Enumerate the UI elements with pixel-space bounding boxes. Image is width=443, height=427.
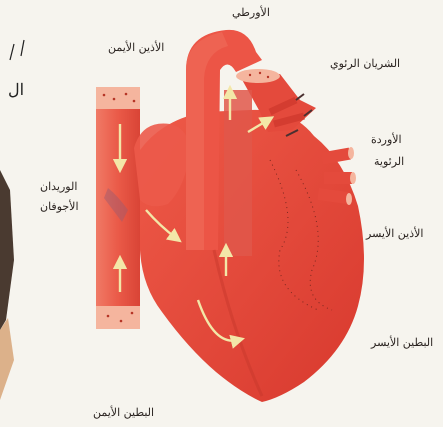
label-vena-cava-2: الأجوفان	[40, 200, 79, 214]
label-left-atrium: الأذين الأيسر	[366, 227, 423, 241]
label-vena-cava-1: الوريدان	[40, 180, 77, 194]
label-pulmonary-artery: الشريان الرئوي	[330, 57, 400, 71]
label-pulmonary-veins-1: الأوردة	[371, 133, 402, 147]
label-right-ventricle: البطين الأيمن	[93, 406, 154, 420]
page-mark-side: ال	[8, 80, 24, 99]
label-aorta: الأورطي	[232, 6, 270, 20]
left-edge-shadow	[0, 170, 14, 330]
vena-cava	[96, 87, 140, 329]
label-right-atrium: الأذين الأيمن	[108, 41, 164, 55]
label-left-ventricle: البطين الأيسر	[371, 336, 433, 350]
label-pulmonary-veins-2: الرئوية	[374, 155, 404, 169]
